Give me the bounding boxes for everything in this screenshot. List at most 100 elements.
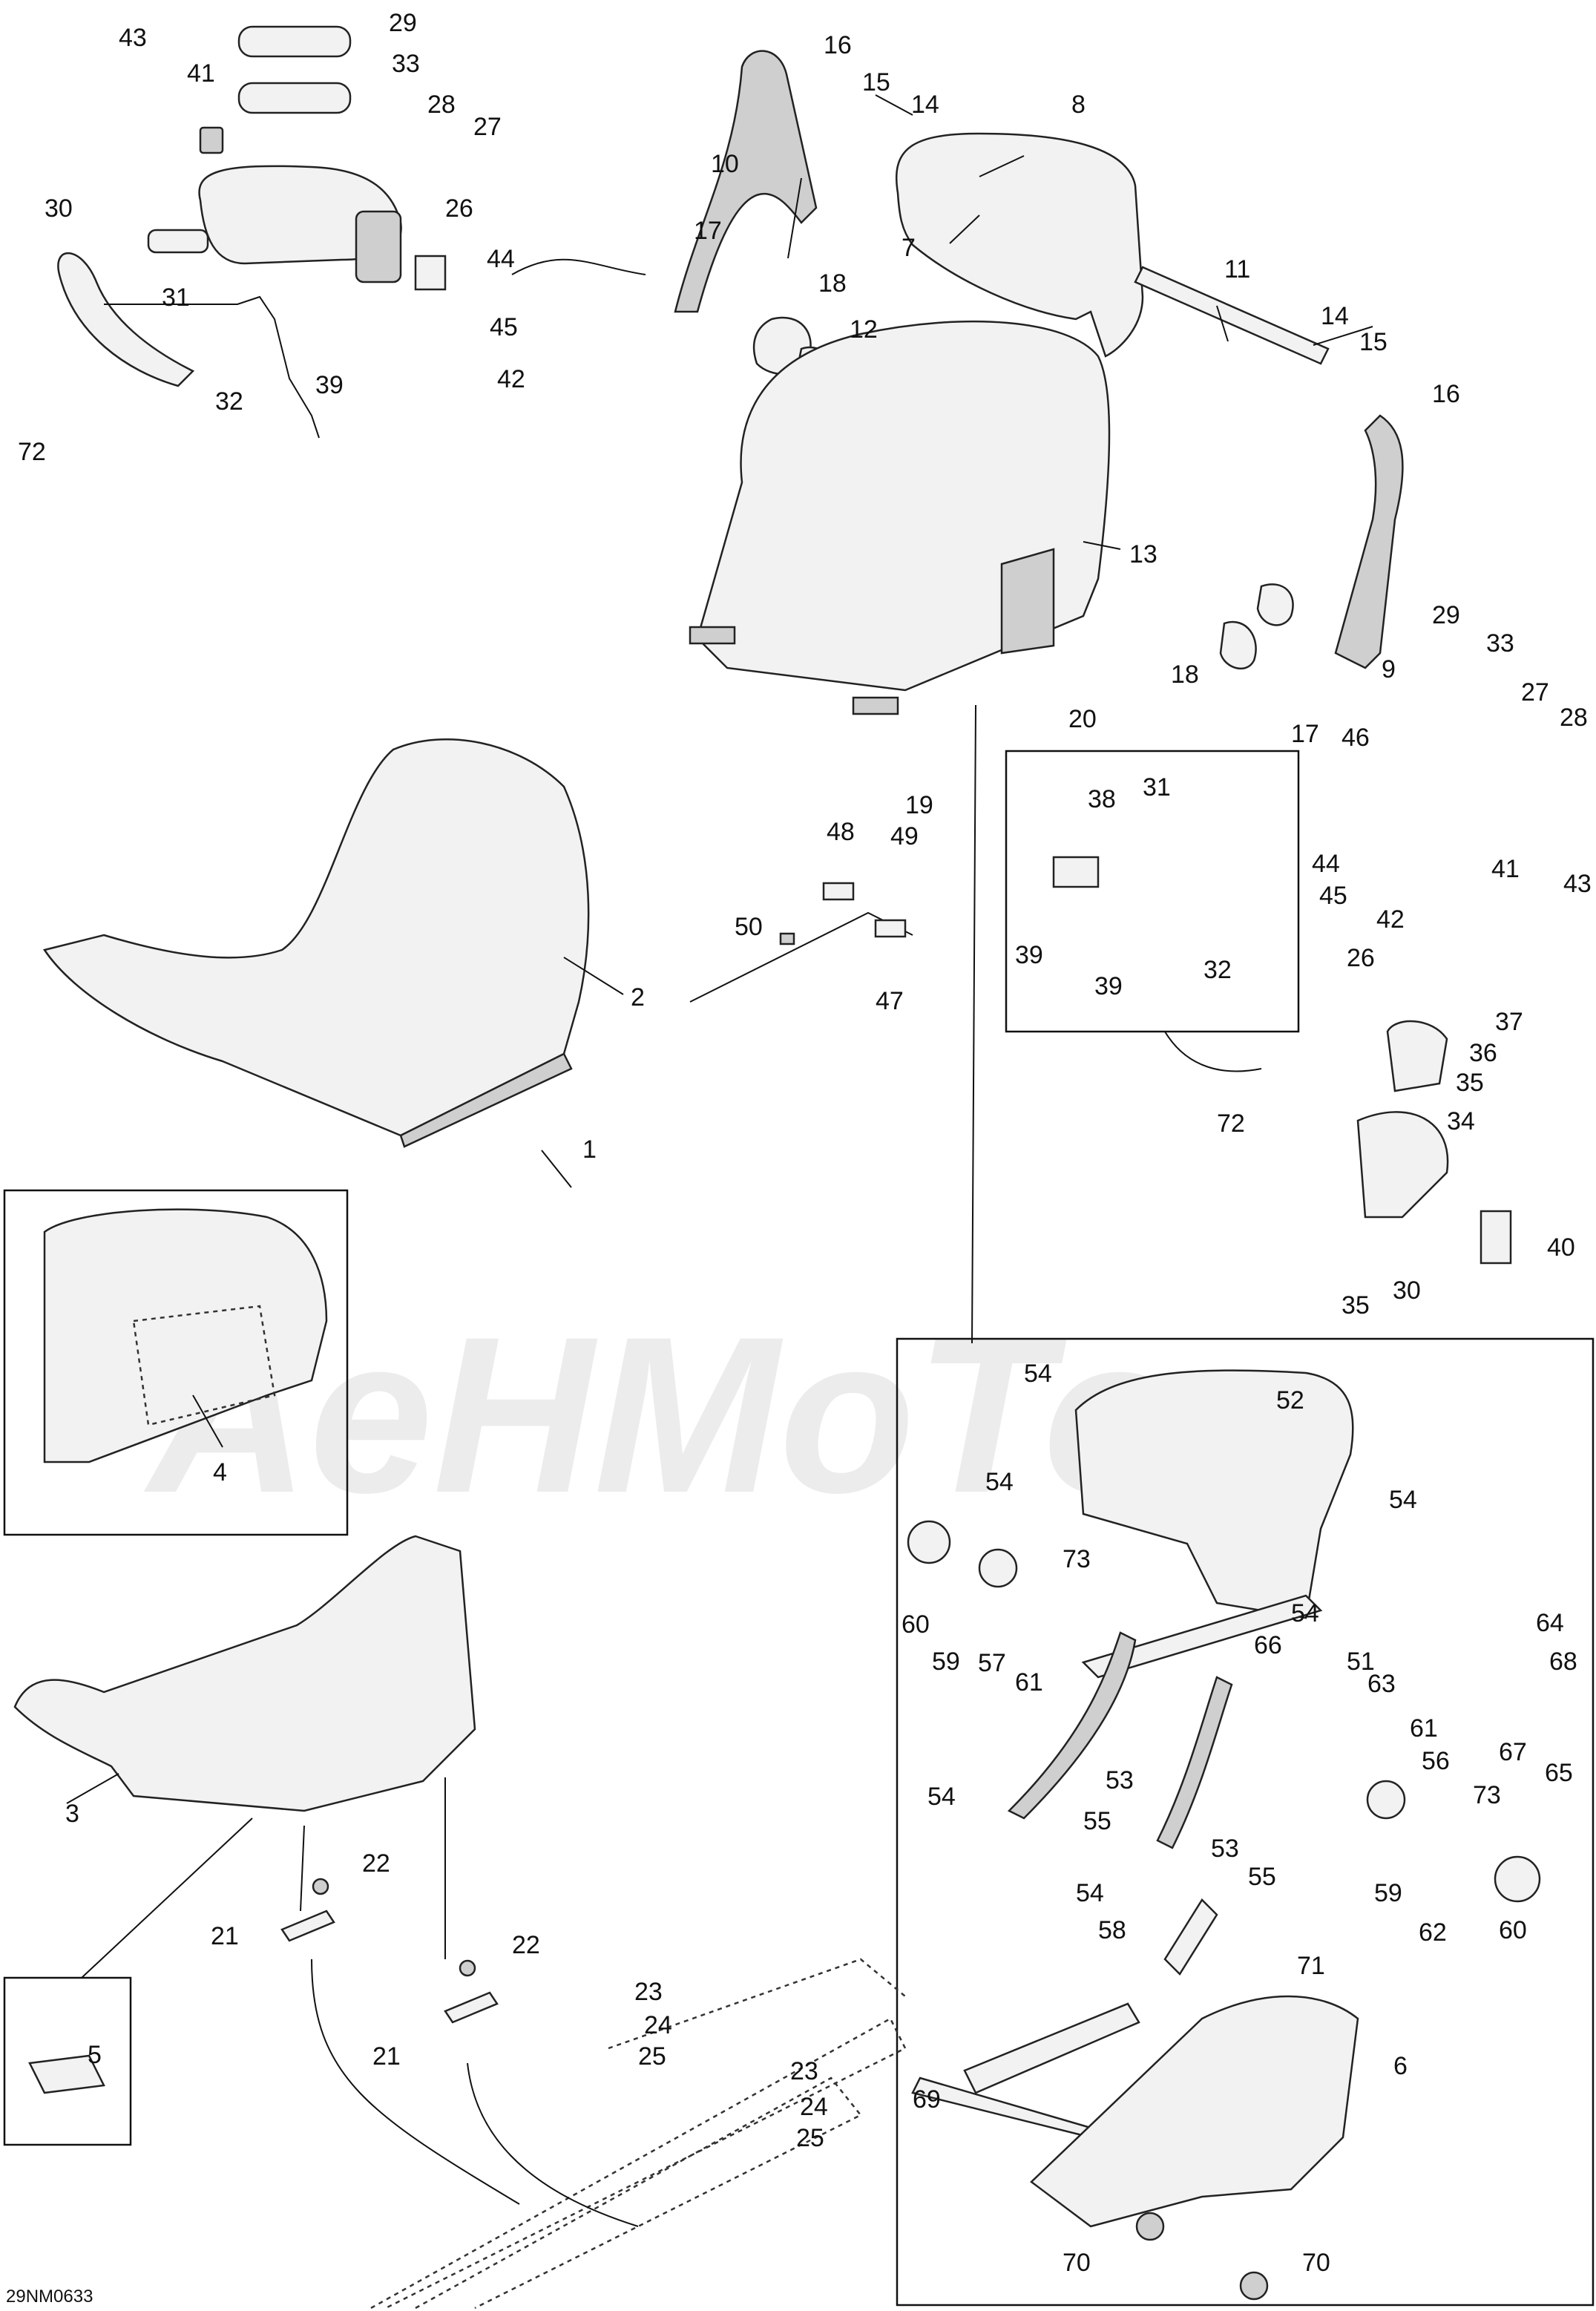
callout-48: 48 bbox=[827, 818, 855, 846]
callout-26b: 26 bbox=[1347, 944, 1375, 972]
callout-1: 1 bbox=[582, 1135, 597, 1164]
callout-60a: 60 bbox=[902, 1610, 930, 1639]
callout-35a: 35 bbox=[1456, 1069, 1484, 1097]
callout-leaders bbox=[66, 94, 1373, 1804]
callout-32a: 32 bbox=[215, 387, 243, 416]
callout-53b: 53 bbox=[1211, 1835, 1239, 1863]
callout-17a: 17 bbox=[694, 217, 722, 245]
part-grab-handle-left bbox=[57, 25, 447, 439]
part-harness bbox=[689, 856, 1512, 1265]
callout-54b: 54 bbox=[985, 1468, 1014, 1496]
callout-23a: 23 bbox=[634, 1978, 663, 2006]
inset-frame-backrest-mech bbox=[896, 1337, 1595, 2307]
callout-39c: 39 bbox=[1094, 972, 1123, 1000]
callout-2: 2 bbox=[631, 983, 645, 1012]
callout-25b: 25 bbox=[796, 2124, 824, 2152]
part-seat-base bbox=[13, 1535, 476, 1812]
callout-14a: 14 bbox=[911, 91, 939, 119]
inset-frame-handle bbox=[1005, 750, 1300, 1033]
callout-11: 11 bbox=[1224, 255, 1250, 283]
callout-28b: 28 bbox=[1560, 704, 1588, 732]
callout-49: 49 bbox=[890, 822, 919, 850]
callout-29b: 29 bbox=[1432, 601, 1460, 629]
callout-54d: 54 bbox=[1291, 1599, 1319, 1627]
callout-37: 37 bbox=[1495, 1008, 1523, 1036]
callout-47: 47 bbox=[876, 987, 904, 1015]
callout-5: 5 bbox=[88, 2041, 102, 2069]
callout-57: 57 bbox=[978, 1649, 1006, 1677]
callout-72b: 72 bbox=[1217, 1109, 1245, 1138]
callout-68: 68 bbox=[1549, 1648, 1577, 1676]
callout-3: 3 bbox=[65, 1800, 79, 1828]
callout-40: 40 bbox=[1547, 1233, 1575, 1262]
part-backrest-assembly bbox=[674, 50, 1404, 669]
callout-31b: 31 bbox=[1143, 773, 1171, 802]
callout-39b: 39 bbox=[1015, 941, 1043, 969]
callout-61a: 61 bbox=[1015, 1668, 1043, 1697]
callout-45b: 45 bbox=[1319, 882, 1347, 910]
callout-17b: 17 bbox=[1291, 720, 1319, 748]
callout-41a: 41 bbox=[187, 59, 215, 88]
callout-36: 36 bbox=[1469, 1039, 1497, 1067]
diagram-code: 29NM0633 bbox=[6, 2287, 93, 2307]
callout-21b: 21 bbox=[372, 2042, 401, 2071]
callout-41b: 41 bbox=[1491, 855, 1520, 883]
callout-56: 56 bbox=[1422, 1747, 1450, 1775]
callout-54e: 54 bbox=[927, 1783, 956, 1811]
callout-73b: 73 bbox=[1473, 1781, 1501, 1809]
callout-12: 12 bbox=[850, 315, 878, 344]
callout-28a: 28 bbox=[427, 91, 456, 119]
callout-70a: 70 bbox=[1063, 2249, 1091, 2277]
callout-32b: 32 bbox=[1203, 956, 1232, 984]
callout-13: 13 bbox=[1129, 540, 1157, 568]
callout-6: 6 bbox=[1393, 2052, 1408, 2080]
callout-18a: 18 bbox=[818, 269, 847, 298]
callout-33b: 33 bbox=[1486, 629, 1514, 658]
callout-66: 66 bbox=[1254, 1631, 1282, 1659]
part-frame-rails bbox=[370, 1958, 907, 2310]
callout-70b: 70 bbox=[1302, 2249, 1330, 2277]
callout-33a: 33 bbox=[392, 50, 420, 78]
callout-24a: 24 bbox=[644, 2011, 672, 2039]
callout-44a: 44 bbox=[487, 245, 515, 273]
callout-18b: 18 bbox=[1171, 660, 1199, 689]
callout-73a: 73 bbox=[1063, 1545, 1091, 1573]
callout-7: 7 bbox=[902, 234, 916, 262]
callout-65: 65 bbox=[1545, 1759, 1573, 1787]
callout-30a: 30 bbox=[45, 194, 73, 223]
callout-59b: 59 bbox=[1374, 1879, 1402, 1907]
callout-21a: 21 bbox=[211, 1922, 239, 1950]
callout-50: 50 bbox=[735, 913, 763, 941]
callout-54f: 54 bbox=[1076, 1879, 1104, 1907]
callout-27a: 27 bbox=[473, 113, 502, 141]
callout-38: 38 bbox=[1088, 785, 1116, 813]
callout-14b: 14 bbox=[1321, 302, 1349, 330]
callout-54a: 54 bbox=[1024, 1360, 1052, 1388]
callout-39a: 39 bbox=[315, 371, 344, 399]
callout-27b: 27 bbox=[1521, 678, 1549, 707]
callout-55a: 55 bbox=[1083, 1807, 1111, 1835]
callout-30b: 30 bbox=[1393, 1276, 1421, 1305]
callout-35b: 35 bbox=[1342, 1291, 1370, 1320]
callout-58: 58 bbox=[1098, 1916, 1126, 1944]
leader-arrows bbox=[81, 258, 1262, 2227]
callout-42a: 42 bbox=[497, 365, 525, 393]
callout-62: 62 bbox=[1419, 1918, 1447, 1947]
callout-10: 10 bbox=[711, 150, 739, 178]
callout-60b: 60 bbox=[1499, 1916, 1527, 1944]
callout-19: 19 bbox=[905, 791, 933, 819]
callout-22b: 22 bbox=[512, 1931, 540, 1959]
callout-54c: 54 bbox=[1389, 1486, 1417, 1514]
callout-8: 8 bbox=[1071, 91, 1086, 119]
callout-43a: 43 bbox=[119, 24, 147, 52]
part-seat-detail bbox=[43, 1208, 328, 1463]
callout-59a: 59 bbox=[932, 1648, 960, 1676]
callout-55b: 55 bbox=[1248, 1863, 1276, 1891]
callout-15a: 15 bbox=[862, 68, 890, 96]
callout-52: 52 bbox=[1276, 1386, 1304, 1415]
callout-45a: 45 bbox=[490, 313, 518, 341]
callout-23b: 23 bbox=[790, 2057, 818, 2085]
callout-16b: 16 bbox=[1432, 380, 1460, 408]
callout-61b: 61 bbox=[1410, 1714, 1438, 1743]
